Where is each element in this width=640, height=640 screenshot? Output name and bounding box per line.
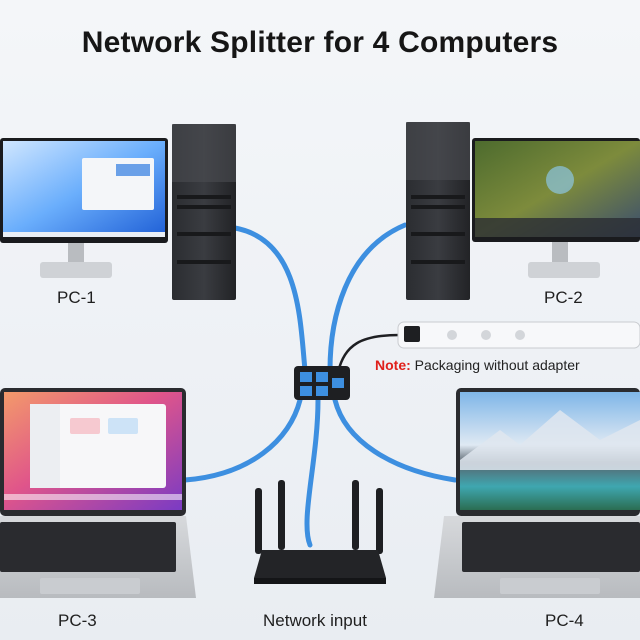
pc1-monitor [0, 138, 168, 278]
pc2-tower [406, 122, 470, 300]
packaging-note: Note: Packaging without adapter [375, 357, 580, 373]
page-title: Network Splitter for 4 Computers [81, 26, 559, 59]
pc3-laptop [0, 388, 196, 598]
label-pc4: PC-4 [545, 611, 584, 630]
label-network-input: Network input [263, 611, 367, 630]
label-pc3: PC-3 [58, 611, 97, 630]
cable-pc2 [327, 222, 408, 373]
cable-pc1 [232, 225, 308, 373]
cable-pc4 [332, 397, 458, 483]
label-pc2: PC-2 [544, 288, 583, 307]
power-strip [397, 321, 640, 349]
pc1-tower [172, 124, 236, 300]
ethernet-cables [182, 222, 458, 548]
power-cable [336, 333, 401, 373]
network-splitter [294, 366, 350, 400]
pc4-laptop [434, 388, 640, 598]
router [254, 480, 386, 584]
pc2-monitor [472, 138, 640, 278]
cable-router [304, 397, 321, 548]
note-text: Packaging without adapter [410, 357, 580, 373]
note-prefix: Note: [375, 357, 411, 373]
label-pc1: PC-1 [57, 288, 96, 307]
cable-pc3 [182, 397, 303, 483]
